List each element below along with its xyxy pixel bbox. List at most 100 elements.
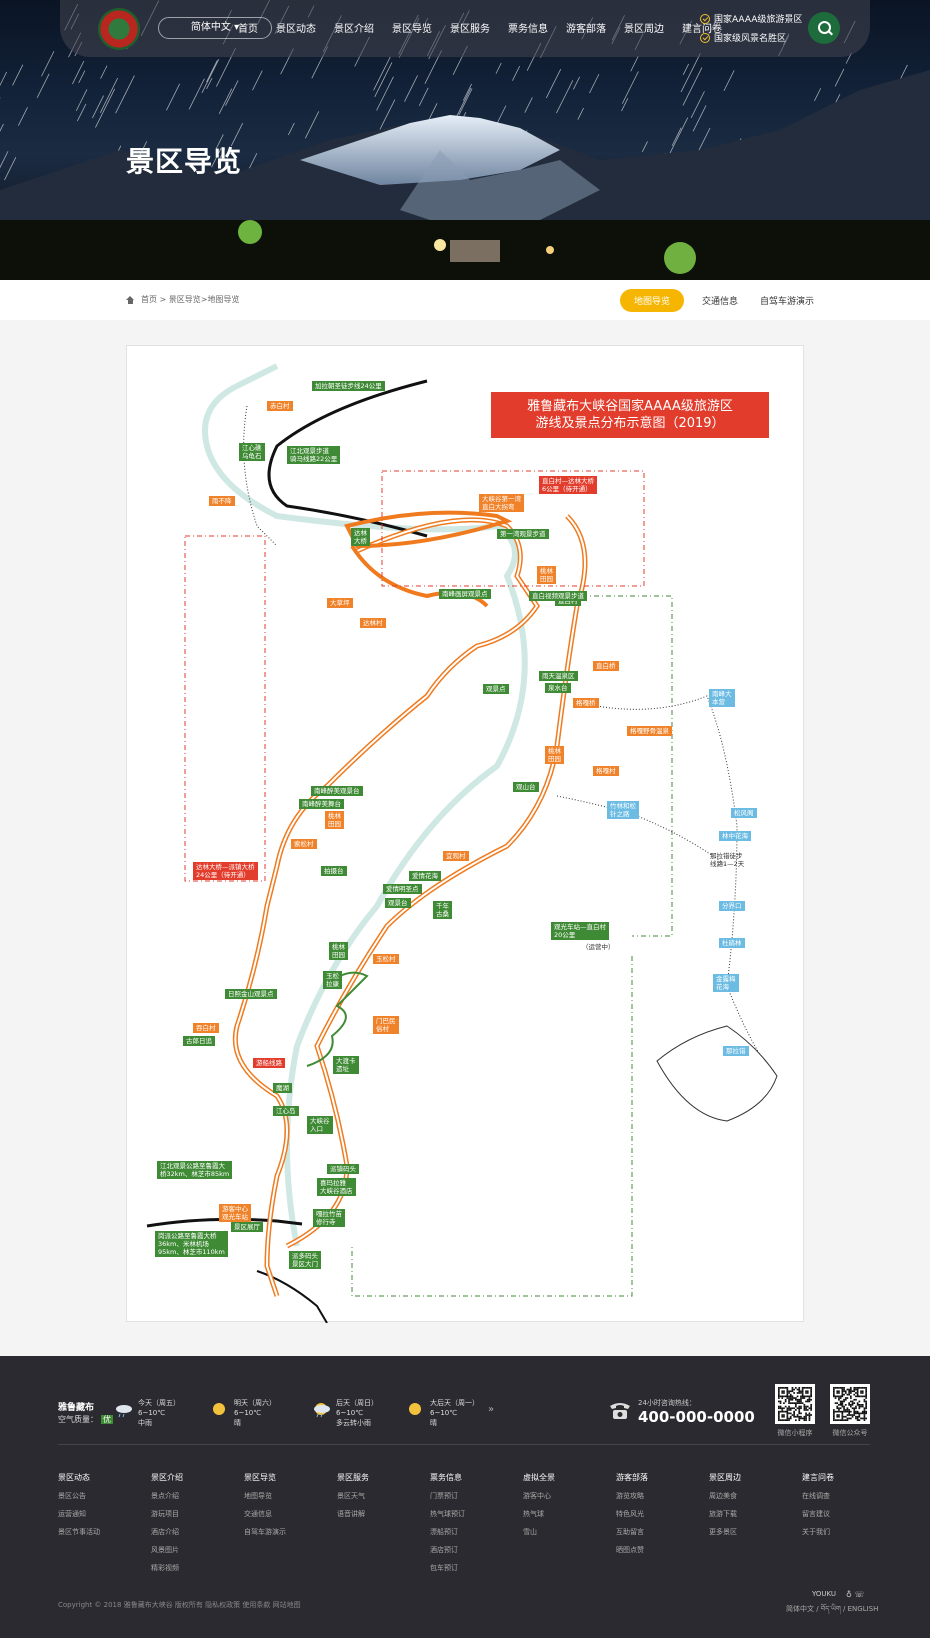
map-label-l51[interactable]: 吞白村 [193,1023,219,1033]
footer-link[interactable]: 酒店介绍 [151,1528,179,1536]
language-links[interactable]: 简体中文 / བོད་ཡིག / ENGLISH [786,1605,879,1613]
map-label-l13[interactable]: 大草坪 [327,598,353,608]
footer-link[interactable]: 景点介绍 [151,1492,179,1500]
map-label-l24[interactable]: 格嘎村 [593,766,619,776]
map-label-l37[interactable]: 千年 古桑 [433,901,452,919]
map-label-l20[interactable]: 观景点 [483,684,509,694]
footer-link[interactable]: 自驾车游演示 [244,1528,286,1536]
map-label-l3[interactable]: 江心礁 乌龟石 [239,443,265,461]
language-select[interactable]: 简体中文 ▾ [158,17,272,39]
social-icons[interactable]: ♁ ☏ [846,1590,865,1599]
footer-link[interactable]: 游览攻略 [616,1492,644,1500]
map-label-l28[interactable]: 桃林 田园 [325,811,344,829]
map-label-l43[interactable]: 分界口 [719,901,745,911]
menu-item-8[interactable]: 建言问卷 [682,24,722,35]
map-label-l49[interactable]: 玉松 拉康 [323,971,342,989]
map-label-l2[interactable]: 赤白村 [267,401,293,411]
map-label-l4[interactable]: 江北观景步道 骑马线路22公里 [287,446,341,464]
footer-link[interactable]: 特色风光 [616,1510,644,1518]
map-label-l26[interactable]: 南峰醉美舞台 [299,799,344,809]
map-label-l57[interactable]: 江心岛 [273,1106,299,1116]
youku-icon[interactable]: YOUKU [812,1590,837,1598]
map-label-l29[interactable]: 竹林和松 针之路 [607,801,639,819]
map-label-l46[interactable]: 那拉错 [723,1046,749,1056]
menu-item-4[interactable]: 景区服务 [450,24,490,35]
map-label-l66[interactable]: 派多码头 景区大门 [289,1251,321,1269]
menu-item-1[interactable]: 景区动态 [276,24,316,35]
map-label-l14[interactable]: 达林村 [360,618,386,628]
map-label-l45[interactable]: 金露梅 花海 [713,974,739,992]
map-label-l6[interactable]: 直白村—达林大桥 6公里（待开通） [539,476,597,494]
footer-link[interactable]: 语音讲解 [337,1510,365,1518]
map-label-l21[interactable]: 南峰大 本营 [709,689,735,707]
footer-link[interactable]: 周边美食 [709,1492,737,1500]
footer-link[interactable]: 漂船预订 [430,1528,458,1536]
map-label-l5[interactable]: 雨不降 [209,496,235,506]
map-label-l23[interactable]: 桃林 田园 [545,746,564,764]
footer-link[interactable]: 交通信息 [244,1510,272,1518]
map-label-l40[interactable]: 那拉错徒步 线路1—2天 [710,852,745,868]
map-label-l63[interactable]: 景区展厅 [231,1222,263,1232]
map-label-l38[interactable]: 观光车站—直白村 20公里 [551,922,609,940]
footer-link[interactable]: 互助留言 [616,1528,644,1536]
map-label-l12[interactable]: 南峰画屏观景点 [439,589,491,599]
map-label-l36[interactable]: 观景台 [385,898,411,908]
footer-column-title[interactable]: 景区动态 [58,1473,90,1482]
map-label-l17[interactable]: 雨天温泉区 [539,671,578,681]
footer-link[interactable]: 热气球 [523,1510,544,1518]
tab-traffic-info[interactable]: 交通信息 [702,297,739,307]
map-label-l59[interactable]: 江北观景公路至鲁霞大 桥32km、林芝市85km [157,1161,233,1179]
map-label-l18[interactable]: 泉水台 [545,683,571,693]
hotline-number[interactable]: 400-000-0000 [638,1408,755,1426]
map-label-l22[interactable]: 格嘎野骨温泉 [627,726,672,736]
map-label-l65[interactable]: 岗派公路至鲁霞大桥 36km、米林机场 95km、林芝市110km [155,1231,228,1257]
menu-item-2[interactable]: 景区介绍 [334,24,374,35]
menu-item-5[interactable]: 票务信息 [508,24,548,35]
footer-link[interactable]: 精彩视频 [151,1564,179,1572]
map-label-l44[interactable]: 杜鹃林 [719,938,745,948]
footer-link[interactable]: 旅游下载 [709,1510,737,1518]
footer-column-title[interactable]: 票务信息 [430,1473,462,1482]
map-label-l61[interactable]: 喜玛拉雅 大峡谷酒店 [317,1178,356,1196]
footer-link[interactable]: 景区公告 [58,1492,86,1500]
map-label-l41[interactable]: 林中花海 [719,831,751,841]
footer-column-title[interactable]: 景区导览 [244,1473,276,1482]
map-label-l1[interactable]: 加拉朝圣徒步线24公里 [312,381,385,391]
footer-link[interactable]: 景区天气 [337,1492,365,1500]
map-label-l25[interactable]: 南峰醉美观景台 [311,786,363,796]
map-label-l7[interactable]: 大峡谷第一湾 直白大拐弯 [479,494,524,512]
map-label-l42[interactable]: 松风阁 [731,808,757,818]
map-label-l34[interactable]: 爱情花海 [409,871,441,881]
map-label-l47[interactable]: 桃林 田园 [329,942,348,960]
map-label-l60[interactable]: 派镇码头 [327,1164,359,1174]
logo[interactable] [98,8,140,50]
footer-column-title[interactable]: 景区介绍 [151,1473,183,1482]
map-label-l8[interactable]: 达林 大桥 [351,528,370,546]
footer-link[interactable]: 运营通知 [58,1510,86,1518]
footer-column-title[interactable]: 虚拟全景 [523,1473,555,1482]
footer-link[interactable]: 地图导览 [244,1492,272,1500]
map-label-l55[interactable]: 大渡卡 遗址 [333,1056,359,1074]
weather-more-button[interactable]: » [488,1404,495,1415]
footer-link[interactable]: 更多景区 [709,1528,737,1536]
footer-link[interactable]: 游玩项目 [151,1510,179,1518]
home-icon[interactable] [126,295,135,304]
footer-link[interactable]: 包车预订 [430,1564,458,1572]
map-label-l64[interactable]: 嘎拉竹苗 修行寺 [313,1209,345,1227]
map-label-l19[interactable]: 格嘎桥 [573,698,599,708]
footer-link[interactable]: 游客中心 [523,1492,551,1500]
map-label-l11[interactable]: 直白村 [555,596,581,606]
menu-item-0[interactable]: 首页 [238,24,258,35]
map-label-l52[interactable]: 古郎日追 [183,1036,215,1046]
footer-link[interactable]: 留言建议 [802,1510,830,1518]
search-icon[interactable] [808,12,840,44]
footer-column-title[interactable]: 游客部落 [616,1473,648,1482]
map-label-l27[interactable]: 观山台 [513,782,539,792]
map-label-l31[interactable]: 达林大桥—派镇大桥 24公里（待开通） [193,862,258,880]
tab-map-guide[interactable]: 地图导览 [620,289,685,312]
menu-item-3[interactable]: 景区导览 [392,24,432,35]
map-label-l50[interactable]: 日照金山观景点 [225,989,277,999]
menu-item-7[interactable]: 景区周边 [624,24,664,35]
map-label-l39[interactable]: （运营中） [582,943,615,951]
footer-link[interactable]: 在线调查 [802,1492,830,1500]
